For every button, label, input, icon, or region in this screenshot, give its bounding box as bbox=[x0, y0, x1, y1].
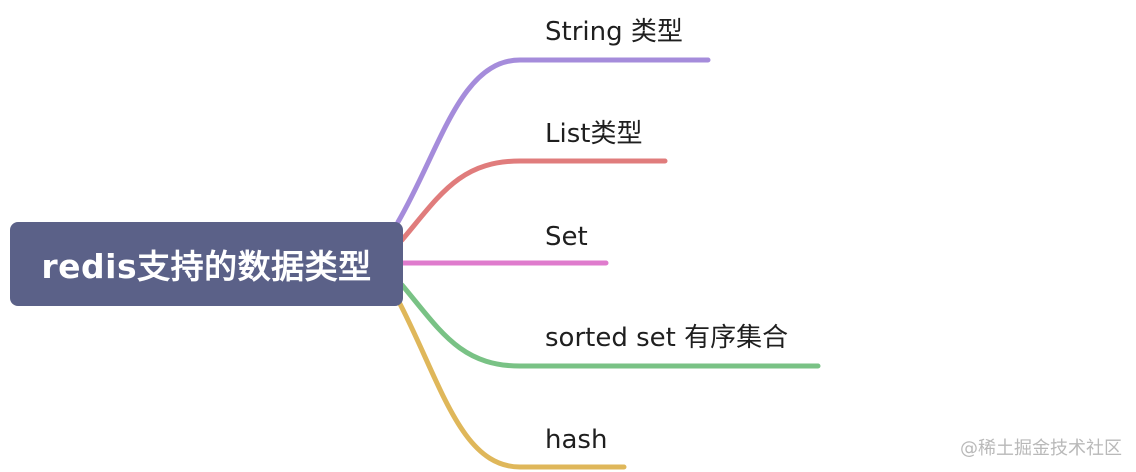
branch-label-sorted-set: sorted set 有序集合 bbox=[545, 323, 789, 353]
watermark: @稀土掘金技术社区 bbox=[960, 438, 1122, 459]
connector-hash bbox=[395, 297, 627, 470]
branch-label-list: List类型 bbox=[545, 119, 643, 149]
connector-string bbox=[395, 57, 711, 225]
branch-label-string: String 类型 bbox=[545, 17, 683, 47]
branch-label-hash: hash bbox=[545, 425, 608, 455]
connector-list bbox=[399, 158, 668, 243]
root-node: redis支持的数据类型 bbox=[10, 222, 403, 306]
connector-sorted-set bbox=[399, 282, 821, 369]
root-label: redis支持的数据类型 bbox=[41, 247, 372, 286]
branch-label-set: Set bbox=[545, 222, 588, 252]
